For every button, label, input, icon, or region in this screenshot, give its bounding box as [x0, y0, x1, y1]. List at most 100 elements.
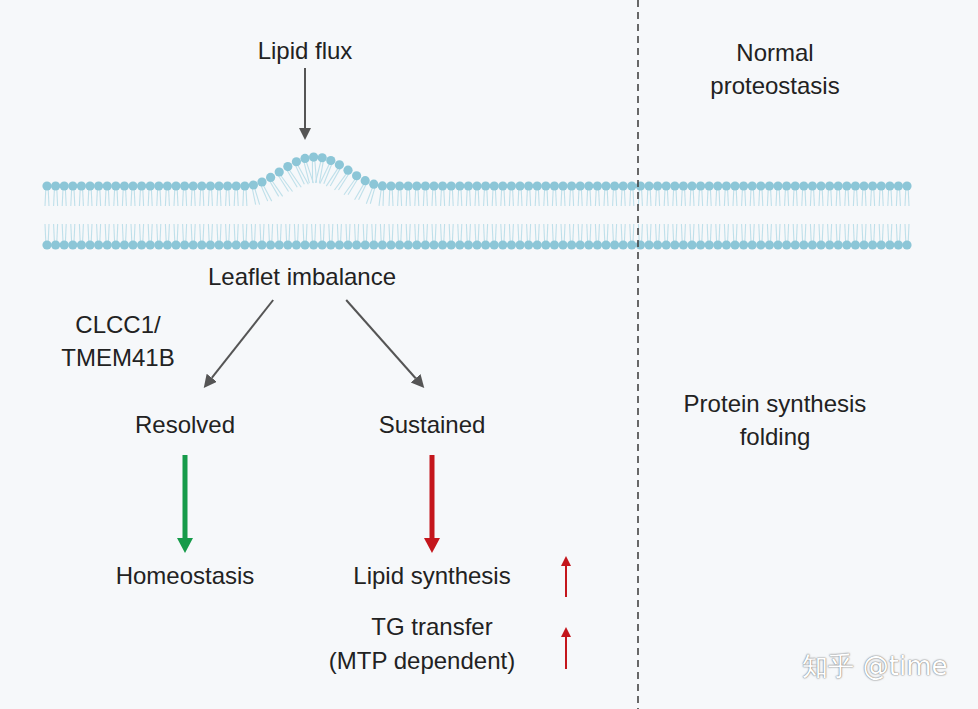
lipid-head [756, 181, 765, 190]
lipid-tail [495, 189, 497, 206]
lipid-tail [598, 189, 600, 206]
lipid-head [232, 181, 241, 190]
lipid-tail [400, 224, 402, 242]
lipid-head [533, 240, 542, 249]
lipid-tail [632, 224, 634, 242]
lipid-head [619, 181, 628, 190]
lipid-head [111, 240, 120, 249]
lipid-head [773, 181, 782, 190]
lipid-tail [870, 224, 872, 242]
lipid-head [481, 181, 490, 190]
lipid-tail [804, 189, 806, 206]
lipid-head [601, 240, 610, 249]
lipid-head [593, 181, 602, 190]
lipid-tail [882, 224, 884, 242]
lipid-head [799, 240, 808, 249]
lipid-head [748, 240, 757, 249]
lipid-tail [758, 189, 760, 206]
lipid-head [369, 240, 378, 249]
lipid-tail [311, 224, 313, 242]
lipid-head [163, 240, 172, 249]
lipid-tail [148, 224, 150, 242]
lipid-head [249, 180, 258, 189]
lipid-tail [543, 224, 545, 242]
lipid-head [154, 240, 163, 249]
lipid-head [257, 177, 266, 186]
lipid-tail [228, 224, 230, 242]
lipid-head [369, 180, 378, 189]
lipid-head [68, 240, 77, 249]
lipid-tail [400, 189, 402, 206]
lipid-tail [268, 224, 270, 242]
lipid-tail [225, 224, 227, 242]
lipid-tail [142, 189, 144, 206]
lipid-tail [853, 224, 855, 242]
lipid-head [851, 240, 860, 249]
lipid-head [877, 240, 886, 249]
lipid-tail [168, 224, 170, 242]
lipid-tail [159, 224, 161, 242]
lipid-tail [182, 224, 184, 242]
lipid-head [309, 240, 318, 249]
lipid-tail [460, 224, 462, 242]
lipid-tail [675, 189, 677, 206]
lipid-head [739, 181, 748, 190]
annotation-text: TG transfer (MTP dependent) [322, 610, 522, 678]
lipid-tail [664, 189, 666, 206]
increase-arrow [565, 637, 567, 669]
lipid-tail [392, 224, 394, 242]
lipid-tail [271, 224, 273, 242]
lipid-head [128, 181, 137, 190]
lipid-head [670, 181, 679, 190]
lipid-tail [379, 189, 381, 206]
lipid-tail [822, 224, 824, 242]
lipid-head [885, 240, 894, 249]
divider-line [637, 0, 639, 709]
lipid-tail [761, 189, 763, 206]
lipid-tail [727, 224, 729, 242]
lipid-tail [870, 189, 872, 206]
lipid-tail [431, 224, 433, 242]
lipid-tail [225, 189, 227, 206]
lipid-tail [108, 224, 110, 242]
lipid-head [51, 181, 60, 190]
lipid-tail [65, 189, 67, 206]
lipid-tail [234, 224, 236, 242]
lipid-tail [397, 189, 399, 206]
lipid-head [335, 240, 344, 249]
lipid-tail [337, 224, 339, 242]
lipid-tail [572, 224, 574, 242]
lipid-tail [564, 224, 566, 242]
lipid-tail [297, 224, 299, 242]
lipid-tail [406, 189, 408, 206]
lipid-tail [761, 224, 763, 242]
lipid-head [576, 240, 585, 249]
lipid-tail [443, 224, 445, 242]
lipid-tail [581, 224, 583, 242]
lipid-tail [366, 224, 368, 242]
lipid-tail [689, 189, 691, 206]
lipid-head [206, 240, 215, 249]
edge-label: CLCC1/ TMEM41B [48, 308, 188, 374]
lipid-tail [354, 224, 356, 242]
lipid-head [679, 181, 688, 190]
lipid-head [42, 240, 51, 249]
lipid-tail [535, 189, 537, 206]
lipid-head [429, 240, 438, 249]
lipid-head [730, 240, 739, 249]
lipid-tail [457, 189, 459, 206]
lipid-tail [775, 189, 777, 206]
lipid-head [42, 181, 51, 190]
lipid-tail [194, 189, 196, 206]
lipid-head [77, 240, 86, 249]
lipid-head [223, 181, 232, 190]
lipid-tail [801, 224, 803, 242]
lipid-tail [839, 189, 841, 206]
lipid-tail [288, 224, 290, 242]
lipid-tail [435, 224, 437, 242]
lipid-tail [844, 189, 846, 206]
lipid-tail [526, 224, 528, 242]
lipid-tail [684, 189, 686, 206]
lipid-tail [139, 224, 141, 242]
lipid-tail [710, 189, 712, 206]
